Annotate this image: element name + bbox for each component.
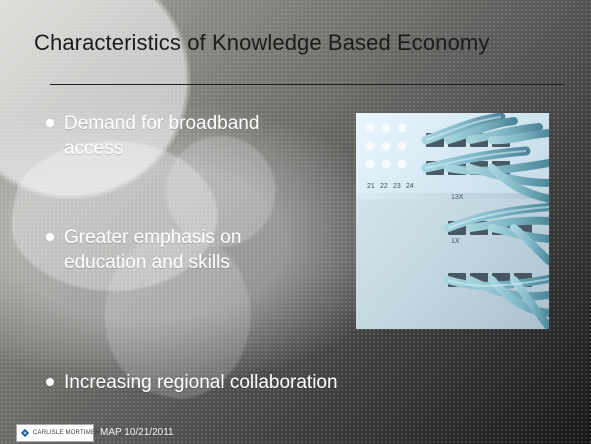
port-label: 22 — [380, 183, 388, 190]
network-switch-illustration: 21 22 23 24 13X 1X — [356, 113, 549, 329]
port-label: 1X — [451, 238, 460, 245]
bullet-item-broadband: Demand for broadband access — [46, 111, 296, 161]
bullet-point-icon — [46, 378, 54, 386]
bullet-text: Demand for broadband access — [64, 113, 260, 159]
port-label: 21 — [367, 183, 375, 190]
logo-icon — [21, 429, 29, 437]
bullet-item-education: Greater emphasis on education and skills — [46, 225, 296, 275]
footer-date: MAP 10/21/2011 — [100, 427, 174, 438]
slide-title: Characteristics of Knowledge Based Econo… — [34, 30, 490, 55]
company-logo: CARLISLE MORTIMER — [16, 424, 99, 442]
bullet-point-icon — [46, 119, 54, 127]
port-label: 23 — [393, 183, 401, 190]
title-divider — [50, 84, 564, 85]
network-switch-photo: 21 22 23 24 13X 1X — [356, 113, 549, 329]
background-globe-graphic — [12, 92, 372, 402]
bullet-item-collaboration: Increasing regional collaboration — [46, 370, 396, 395]
bullet-point-icon — [46, 233, 54, 241]
port-label: 24 — [406, 183, 414, 190]
bullet-text: Greater emphasis on education and skills — [64, 227, 242, 273]
port-label: 13X — [451, 194, 464, 201]
logo-text: CARLISLE MORTIMER — [33, 430, 100, 436]
bullet-text: Increasing regional collaboration — [64, 372, 338, 393]
